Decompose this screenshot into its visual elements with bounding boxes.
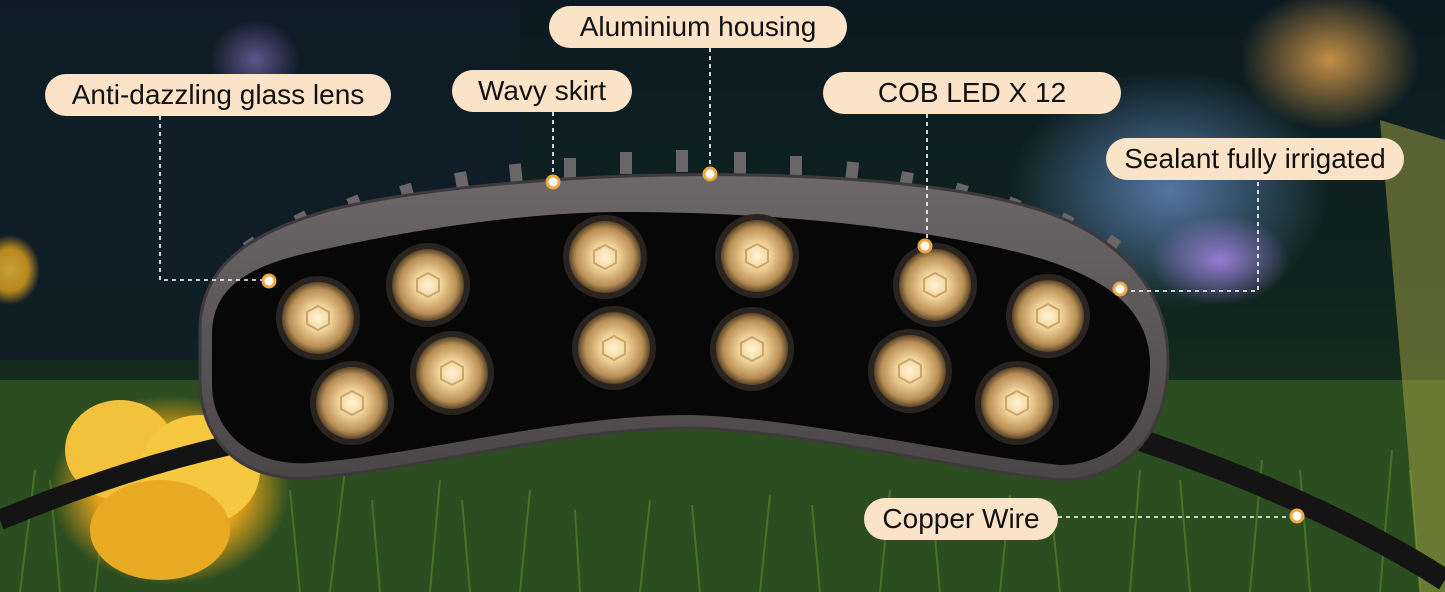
led-12 (975, 361, 1059, 445)
led-2 (386, 243, 470, 327)
yellow-bokeh-edge (0, 235, 40, 305)
led-array (276, 214, 1090, 445)
led-5 (563, 215, 647, 299)
dot-wavy-skirt (545, 174, 561, 190)
callout-dots (261, 166, 1305, 524)
dot-cob-led (917, 238, 933, 254)
dot-aluminium (702, 166, 718, 182)
cable-left (0, 435, 233, 530)
label-aluminium-housing: Aluminium housing (549, 6, 847, 48)
led-1 (276, 276, 360, 360)
dot-anti-dazzling (261, 273, 277, 289)
leader-lines (159, 48, 1297, 518)
led-6 (715, 214, 799, 298)
label-wavy-skirt: Wavy skirt (452, 70, 632, 112)
led-7 (572, 306, 656, 390)
label-anti-dazzling-glass-lens: Anti-dazzling glass lens (45, 74, 391, 116)
led-11 (868, 329, 952, 413)
led-10 (1006, 274, 1090, 358)
label-copper-wire: Copper Wire (864, 498, 1058, 540)
cable-right (1136, 429, 1445, 590)
label-sealant-fully-irrigated: Sealant fully irrigated (1106, 138, 1404, 180)
leader-sealant (1120, 182, 1259, 292)
dot-sealant (1112, 281, 1128, 297)
dot-copper-wire (1289, 508, 1305, 524)
purple-flower-bokeh (1150, 215, 1290, 305)
led-3 (310, 361, 394, 445)
yellow-stem-right (1380, 120, 1445, 592)
led-8 (710, 307, 794, 391)
orange-flower-bokeh (1240, 0, 1420, 130)
led-4 (410, 331, 494, 415)
led-9 (893, 243, 977, 327)
leader-anti-dazzling (159, 116, 268, 281)
label-cob-led: COB LED X 12 (823, 72, 1121, 114)
